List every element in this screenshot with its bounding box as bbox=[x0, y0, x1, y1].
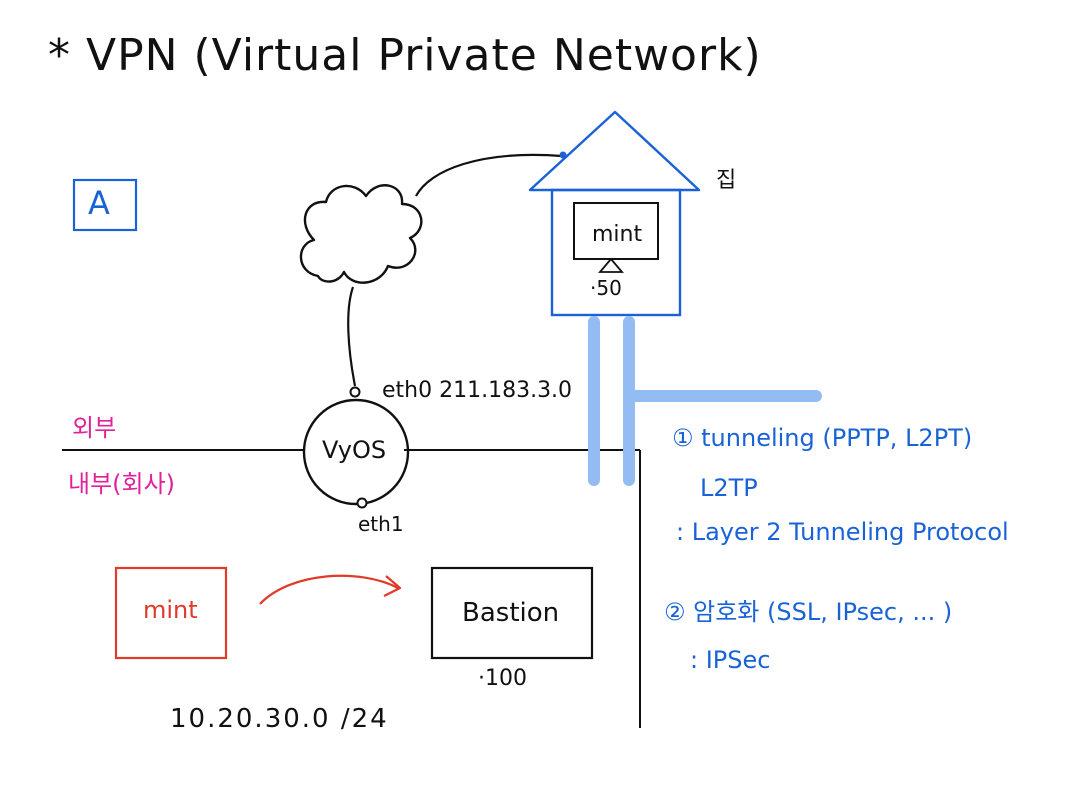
note-tunneling: ① tunneling (PPTP, L2PT) bbox=[672, 424, 973, 452]
cloud-to-vyos-link bbox=[347, 286, 357, 387]
note-l2tp-desc: : Layer 2 Tunneling Protocol bbox=[676, 518, 1009, 546]
home-pc-ip: ·50 bbox=[590, 276, 622, 300]
bastion-ip: ·100 bbox=[478, 666, 527, 691]
house-label: 집 bbox=[716, 168, 737, 193]
eth0-port bbox=[349, 386, 361, 398]
eth0-label: eth0 211.183.3.0 bbox=[382, 378, 573, 403]
eth1-port bbox=[356, 497, 368, 509]
internal-client-label: mint bbox=[143, 596, 198, 624]
bastion-label: Bastion bbox=[462, 598, 560, 628]
note-l2tp: L2TP bbox=[700, 474, 758, 502]
page-title: * VPN (Virtual Private Network) bbox=[48, 30, 762, 81]
internet-cloud bbox=[299, 184, 423, 284]
arrow-head bbox=[383, 575, 402, 597]
subnet-label: 10.20.30.0 /24 bbox=[170, 704, 389, 734]
internal-client-box bbox=[114, 566, 228, 660]
home-pc-label: mint bbox=[592, 222, 643, 247]
eth1-label: eth1 bbox=[358, 512, 404, 536]
client-to-bastion-arrow bbox=[259, 574, 399, 605]
router-name: VyOS bbox=[322, 436, 387, 464]
house-body bbox=[550, 188, 682, 317]
note-ipsec: : IPSec bbox=[690, 646, 771, 674]
home-pc-monitor bbox=[573, 202, 659, 260]
vyos-router bbox=[302, 398, 410, 506]
house-roof bbox=[528, 110, 701, 192]
home-pc-stand bbox=[598, 257, 624, 273]
label-a: A bbox=[88, 184, 110, 222]
bastion-server-box bbox=[430, 566, 594, 660]
note-encryption: ② 암호화 (SSL, IPsec, ... ) bbox=[664, 598, 953, 626]
label-a-box bbox=[72, 178, 138, 232]
zone-outside-label: 외부 bbox=[72, 414, 117, 442]
zone-inside-label: 내부(회사) bbox=[68, 470, 176, 498]
cloud-to-house-link bbox=[415, 153, 563, 197]
